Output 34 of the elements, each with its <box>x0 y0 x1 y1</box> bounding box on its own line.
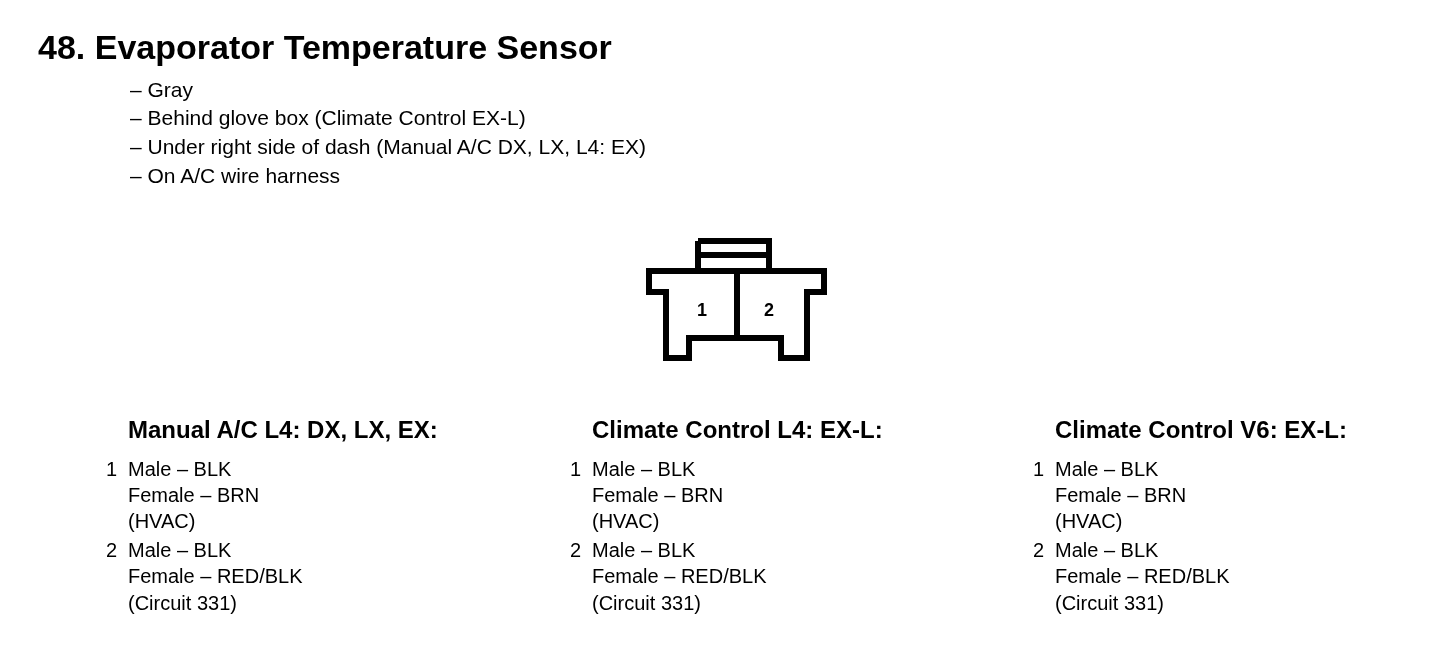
pin-number: 1 <box>1033 459 1045 479</box>
section-heading: Climate Control L4: EX-L: <box>592 418 883 442</box>
pin-number: 2 <box>570 540 582 560</box>
section-heading: Climate Control V6: EX-L: <box>1055 418 1348 442</box>
wire-description: Male – BLK <box>592 459 696 479</box>
section-heading: Manual A/C L4: DX, LX, EX: <box>128 418 438 442</box>
wire-description: (HVAC) <box>128 511 196 531</box>
pin-number: 1 <box>106 459 118 479</box>
pin-number: 1 <box>697 301 707 319</box>
wire-description: (HVAC) <box>1055 511 1123 531</box>
wire-description: Female – BRN <box>128 485 260 505</box>
wire-description: Male – BLK <box>1055 540 1159 560</box>
wire-description: Male – BLK <box>128 459 232 479</box>
wire-description: (HVAC) <box>592 511 660 531</box>
page-title: 48. Evaporator Temperature Sensor <box>38 28 612 67</box>
note-text: – Under right side of dash (Manual A/C DX, LX, L4: EX) <box>130 136 646 157</box>
wire-description: (Circuit 331) <box>128 593 237 613</box>
wire-description: Male – BLK <box>128 540 232 560</box>
note-text: – On A/C wire harness <box>130 165 341 186</box>
wire-description: Female – RED/BLK <box>128 566 303 586</box>
wire-description: Female – RED/BLK <box>592 566 767 586</box>
pin-number: 1 <box>570 459 582 479</box>
wire-description: Female – BRN <box>592 485 724 505</box>
wire-description: (Circuit 331) <box>592 593 701 613</box>
note-text: – Behind glove box (Climate Control EX-L) <box>130 107 526 128</box>
wire-description: Male – BLK <box>1055 459 1159 479</box>
note-text: – Gray <box>130 79 194 100</box>
pin-number: 2 <box>1033 540 1045 560</box>
wire-description: Male – BLK <box>592 540 696 560</box>
wire-description: Female – BRN <box>1055 485 1187 505</box>
pin-number: 2 <box>764 301 774 319</box>
pin-number: 2 <box>106 540 118 560</box>
wire-description: Female – RED/BLK <box>1055 566 1230 586</box>
wire-description: (Circuit 331) <box>1055 593 1164 613</box>
